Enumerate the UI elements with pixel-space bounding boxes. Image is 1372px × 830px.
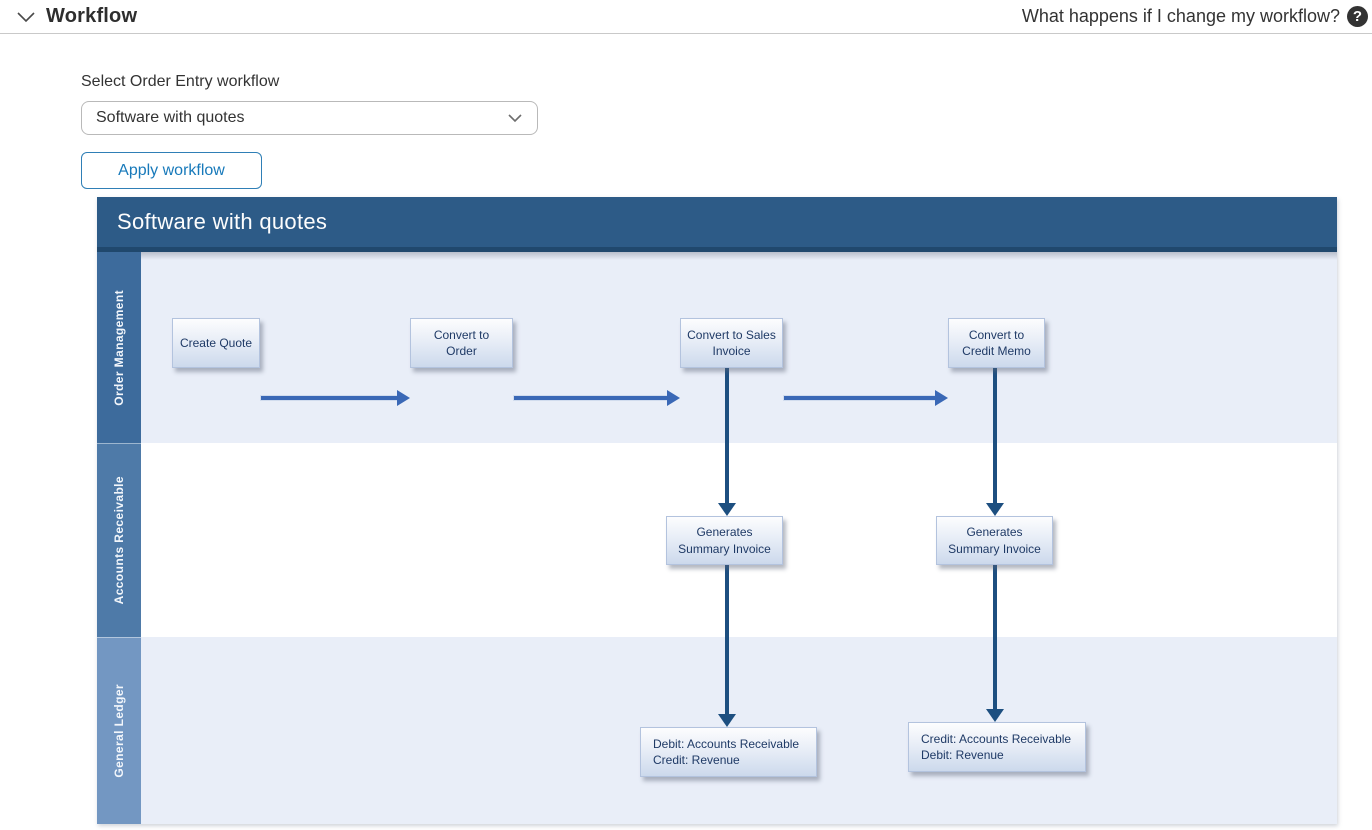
workflow-select-value: Software with quotes [96,109,245,126]
lane-label-accounts-receivable: Accounts Receivable [97,443,141,637]
arrow-summary-to-debit-gl [725,565,729,715]
node-gl-credit-ar-debit-revenue: Credit: Accounts Receivable Debit: Reven… [908,722,1086,772]
arrowhead-summary-to-credit-gl [986,709,1004,722]
workflow-diagram: Software with quotes Order Management Ac… [97,197,1337,824]
arrow-sales-invoice-to-summary [725,368,729,505]
node-gl-debit-ar-credit-revenue: Debit: Accounts Receivable Credit: Reven… [640,727,817,777]
node-convert-to-credit-memo: Convert to Credit Memo [948,318,1045,368]
diagram-header: Software with quotes [97,197,1337,247]
lane-label-general-ledger: General Ledger [97,637,141,824]
collapse-chevron-icon[interactable] [16,11,36,23]
node-convert-to-sales-invoice: Convert to Sales Invoice [680,318,783,368]
node-convert-to-order: Convert to Order [410,318,513,368]
arrow-credit-memo-to-summary [993,368,997,505]
arrow-summary-to-credit-gl [993,565,997,710]
arrowhead-credit-memo-to-summary [986,503,1004,516]
arrow-sales-invoice-to-credit-memo [784,396,936,400]
arrowhead-sales-invoice-to-summary [718,503,736,516]
arrowhead-order-to-sales-invoice [667,390,680,406]
node-generates-summary-invoice-left: Generates Summary Invoice [666,516,783,565]
arrow-order-to-sales-invoice [514,396,668,400]
help-question-text[interactable]: What happens if I change my workflow? [1021,6,1340,26]
page-title: Workflow [46,5,138,27]
header-help: What happens if I change my workflow? ? [1022,6,1368,27]
question-mark-circle-icon[interactable]: ? [1347,6,1368,27]
select-workflow-label: Select Order Entry workflow [81,73,280,90]
workflow-select-dropdown[interactable]: Software with quotes [81,101,538,135]
arrowhead-summary-to-debit-gl [718,714,736,727]
node-generates-summary-invoice-right: Generates Summary Invoice [936,516,1053,565]
diagram-body: Order Management Accounts Receivable Gen… [97,252,1337,824]
page-header: Workflow What happens if I change my wor… [0,0,1372,34]
arrowhead-sales-invoice-to-credit-memo [935,390,948,406]
apply-workflow-button[interactable]: Apply workflow [81,152,262,189]
chevron-down-icon [508,114,522,123]
arrowhead-quote-to-order [397,390,410,406]
arrow-quote-to-order [261,396,399,400]
diagram-header-strip [97,247,1337,252]
node-create-quote: Create Quote [172,318,260,368]
lane-label-order-management: Order Management [97,252,141,443]
diagram-title: Software with quotes [117,209,328,234]
